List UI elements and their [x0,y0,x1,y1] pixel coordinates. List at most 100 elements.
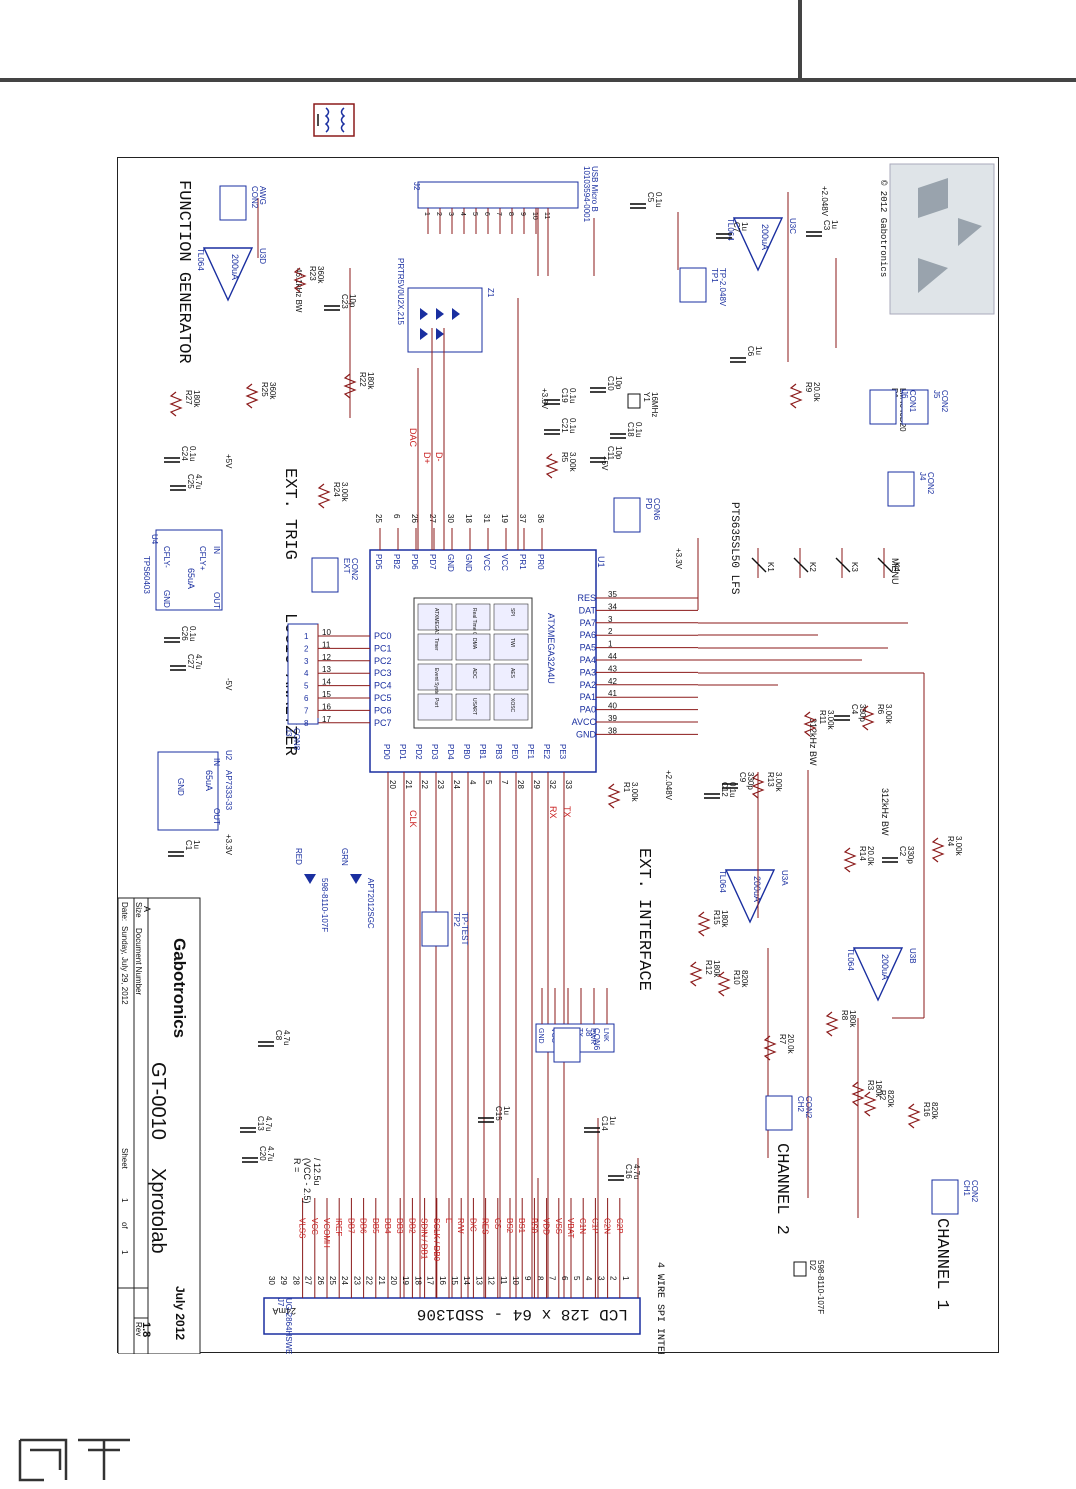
net-tx: TX [562,806,572,818]
connector-label: TP-2.048V [718,268,727,307]
mcu-bottom-pin-num: 23 [436,780,445,789]
component-ref: R23 [308,266,317,281]
component-value: 0.1u [188,446,197,462]
lcd-pin-num: 4 [584,1276,593,1281]
lcd-pin-num: 7 [548,1276,557,1281]
gabotronics-logo-icon [918,178,982,293]
header-rule [0,78,1076,82]
resistor-icon [317,483,331,509]
regulator-u4 [155,529,223,611]
resistor-icon [863,1091,877,1117]
mcu-right-pin-num: 40 [608,702,617,711]
connector-ref: CON2 [250,186,259,209]
net-rx: RX [548,806,558,819]
component-ref: R7 [778,1034,787,1045]
component-value: 3.00k [568,452,577,473]
opamp-part: TL064 [196,248,205,271]
component-ref: R16 [922,1102,931,1117]
lcd-pin-num: 17 [426,1276,435,1285]
formula-line-3: / 12.5u [312,1158,322,1186]
resistor-icon [245,383,259,409]
lcd-pin-num: 10 [511,1276,520,1285]
lcd-pin-num: 12 [487,1276,496,1285]
mcu-bottom-pin: PB1 [478,744,487,760]
regulator-u2-part: AP7333-33 [224,770,233,811]
component-ref: C4 [850,704,859,715]
title-company: Gabotronics [170,938,189,1038]
switch-ref: K4 [892,562,901,572]
component-value: 0.1u [654,192,663,208]
switch-part: PTS635SL50 LFS [728,502,740,595]
component-value: 4.7u [632,1164,641,1180]
component-value: 330p [906,846,915,864]
logic-pin-num: 1 [304,632,309,641]
connector-ref: J8 [584,1028,593,1037]
mcu-block-diagram [413,597,533,729]
component-ref: R1 [622,782,631,793]
component-value: 1u [754,346,763,355]
mcu-part: ATXMEGA32A4U [546,613,556,684]
mcu-internal-block-label: ATXMEGA32A4U [433,608,439,648]
connector-ref: J6 [900,390,909,399]
mcu-internal-block-label: ADC [471,668,477,679]
usb-pin-num: 2 [435,212,442,216]
component-value: 1u [502,1106,511,1115]
usb-pin-num: 1 [423,212,430,216]
component-value: 10p [614,446,623,460]
component-value: 10p [614,376,623,390]
mcu-top-pin-num: 12 [322,653,331,662]
section-channel-1: CHANNEL 1 [932,1218,951,1310]
component-value: 360k [316,266,325,284]
section-ext-trig: EXT. TRIG [280,468,299,560]
regulator-u2-pin-in: IN [212,758,221,766]
connector-label: AWG [258,186,267,205]
mcu-ref: U1 [596,556,606,568]
supply-m5v-reg: -5V [224,678,233,691]
opamp-current: 200uA [752,876,762,902]
resistor-icon [545,453,559,479]
mcu-bottom-pin-num: 28 [516,780,525,789]
opamp-triangle-icon [202,247,254,302]
opamp-ref: U3D [258,248,267,264]
section-ext-interface: EXT. INTERFACE [634,848,653,991]
regulator-u4-pin-cfly-plus: CFLY+ [198,546,207,571]
title-block [117,897,201,1355]
lcd-pin-num: 23 [352,1276,361,1285]
opamp-current: 200uA [230,254,240,280]
net-dm: D- [434,452,444,462]
ext-pin: LNK [602,1028,609,1042]
component-ref: R5 [560,452,569,463]
mcu-internal-block-label: SPI [509,608,515,616]
mcu-left-pin-num: 18 [464,514,473,523]
usb-pin-num: 9 [519,212,526,216]
lcd-pin-name: DB2 [407,1218,416,1234]
component-ref: C18 [626,422,635,437]
lcd-pin-name: DB4 [383,1218,392,1234]
component-ref: C27 [186,654,195,669]
component-value: 4.7u [264,1116,273,1132]
resistor-icon [789,383,803,409]
connector-ref: J7 [276,1298,285,1307]
component-ref: C2 [898,846,907,857]
component-ref: C13 [256,1116,265,1131]
mcu-top-pin-num: 17 [322,715,331,724]
component-ref: Y1 [642,392,651,402]
mcu-right-pin-num: 44 [608,652,617,661]
opamp-ref: U3B [908,948,917,964]
usb-pin-num: 4 [459,212,466,216]
mcu-internal-block [493,633,529,661]
logic-pin-num: 3 [304,657,309,666]
led-d2-part: 598-8110-107F [320,878,329,932]
mcu-right-pin-num: 2 [608,627,613,636]
title-doc-number: GT-0010 [147,1062,169,1140]
component-ref: C15 [494,1106,503,1121]
connector-body [901,389,929,425]
component-value: 16MHz [650,392,659,417]
mcu-top-pin: PC6 [374,705,392,715]
mcu-top-pin-num: 11 [322,640,331,649]
mcu-top-pin: PC4 [374,681,392,691]
supply-33v-pd: +3.3V [674,548,683,570]
connector-label: CON6 [592,1028,601,1051]
resistor-icon [607,783,621,809]
